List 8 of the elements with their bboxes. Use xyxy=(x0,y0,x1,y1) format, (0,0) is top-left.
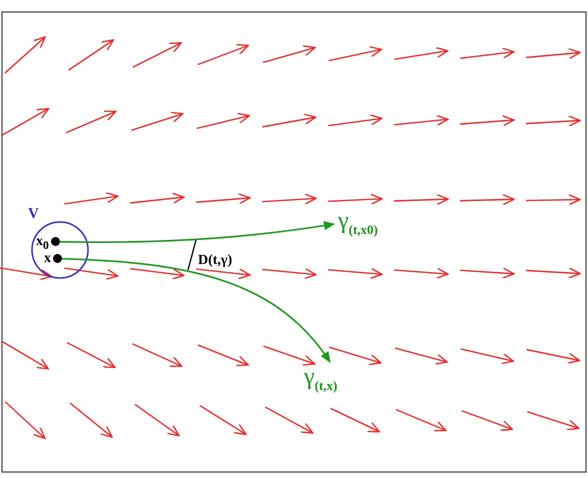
trajectory-arrow xyxy=(62,258,331,363)
region-label: V xyxy=(28,206,39,223)
trajectory-label: γ$_{(t,x)}$ xyxy=(304,364,338,394)
point: x$_{0}$ xyxy=(36,234,60,252)
point: x xyxy=(44,251,62,267)
trajectory-arrow xyxy=(60,221,335,243)
distance-label: D(t,γ) xyxy=(198,253,232,269)
trajectory-label: γ$_{(t,x0)}$ xyxy=(338,208,378,238)
